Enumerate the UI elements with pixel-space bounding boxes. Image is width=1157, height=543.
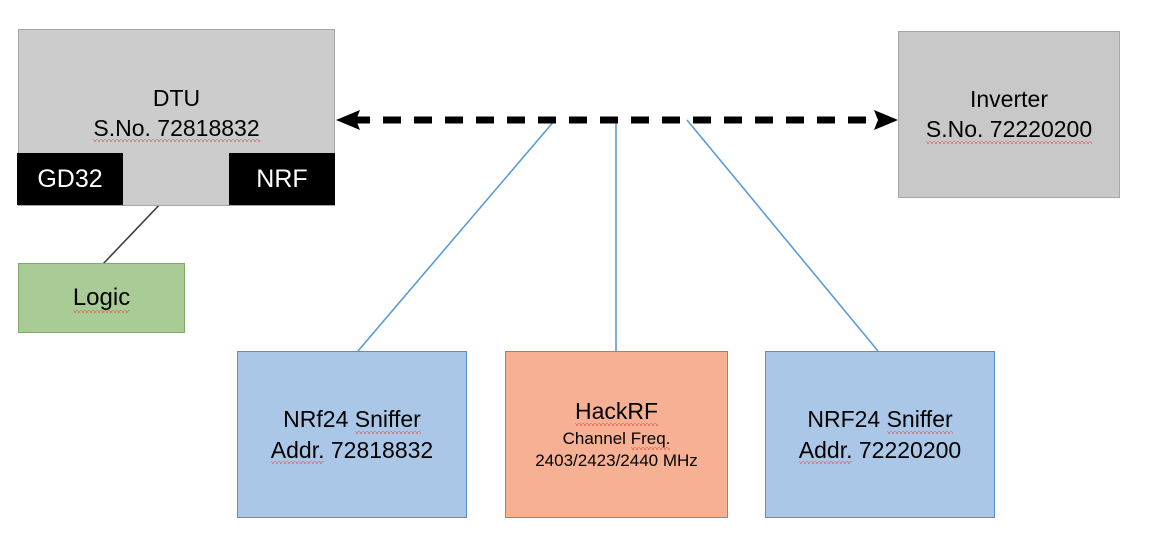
inverter-node[interactable]: Inverter S.No. 72220200 [898,31,1120,198]
inverter-title: Inverter [970,86,1048,113]
gd32-chip[interactable]: GD32 [17,153,123,205]
sniffer-left-tap [357,119,556,352]
hackrf-node[interactable]: HackRF Channel Freq. 2403/2423/2440 MHz [505,351,728,518]
hackrf-subtitle: Channel Freq. [562,429,671,450]
logic-label: Logic [72,284,131,313]
rf-link-arrowhead-right [874,110,898,130]
sniffer-left-title: NRf24 Sniffer [283,405,421,434]
gd32-label: GD32 [37,164,103,193]
sniffer-right-address: Addr. 72220200 [798,436,962,464]
dtu-serial: S.No. 72818832 [93,114,260,143]
nrf-label: NRF [256,164,308,193]
sniffer-right-tap [686,119,879,352]
sniffer-left-address: Addr. 72818832 [270,436,434,464]
hackrf-frequencies: 2403/2423/2440 MHz [535,450,698,470]
sniffer-right-title: NRF24 Sniffer [807,405,953,434]
logic-analyzer-node[interactable]: Logic [18,263,185,333]
sniffer-left-node[interactable]: NRf24 Sniffer Addr. 72818832 [237,351,467,518]
dtu-title: DTU [152,85,201,111]
sniffer-right-node[interactable]: NRF24 Sniffer Addr. 72220200 [765,351,995,518]
rf-link-arrowhead-left [336,110,360,130]
inverter-serial: S.No. 72220200 [925,116,1093,144]
hackrf-title: HackRF [574,398,659,426]
nrf-chip[interactable]: NRF [229,153,335,205]
